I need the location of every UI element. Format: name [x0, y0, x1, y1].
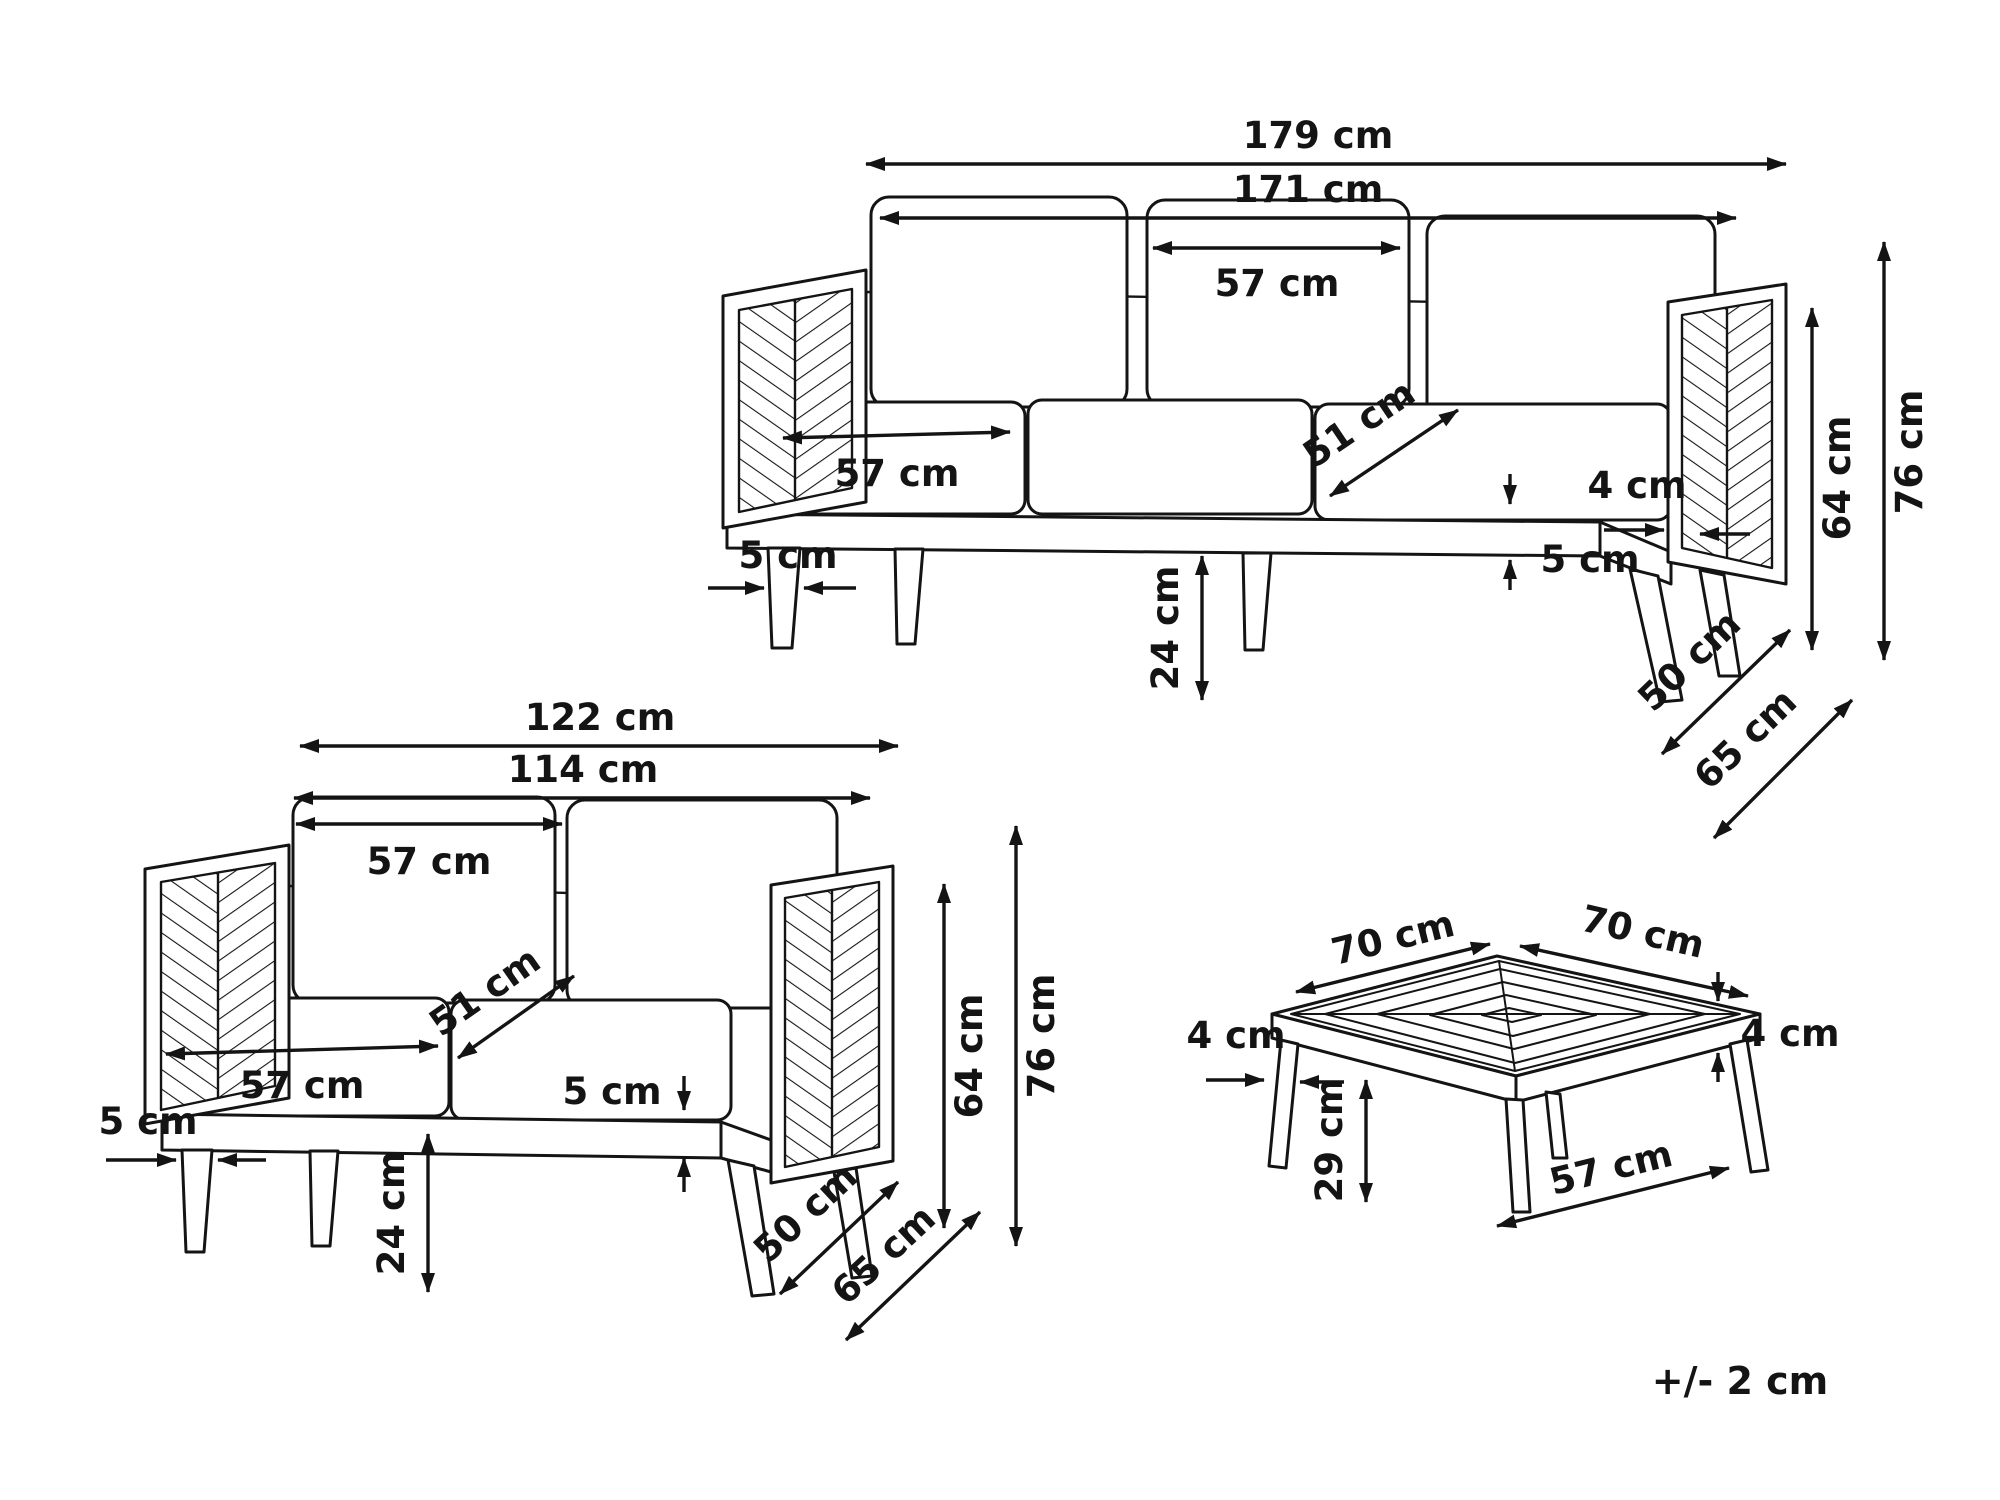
dimension-label: 5 cm	[562, 1070, 661, 1113]
dimension-label: 171 cm	[1233, 168, 1384, 211]
dim-sofa3-seat-cushion-width: 57 cm	[782, 425, 1011, 495]
dimension-label: 57 cm	[367, 840, 492, 883]
dim-sofa2-back-cushion-width: 57 cm	[295, 817, 563, 883]
dimension-label: 24 cm	[1144, 566, 1187, 691]
sofa2-leg	[180, 1148, 214, 1254]
dimension-label: 64 cm	[948, 994, 991, 1119]
dimension-label: 64 cm	[1816, 416, 1859, 541]
sofa2-leg	[726, 1158, 776, 1298]
sofa3-base-side-rail	[1598, 520, 1673, 586]
armrest-inner-frame	[159, 861, 277, 1112]
armrest-weave-left	[161, 872, 218, 1110]
table-leg	[1267, 1038, 1300, 1170]
armrest-inner-frame	[737, 287, 854, 514]
armrest-weave-right	[832, 882, 879, 1157]
dimension-label: 5 cm	[1540, 538, 1639, 581]
dimension-label: 4 cm	[1186, 1014, 1285, 1057]
table-leg	[1728, 1038, 1770, 1174]
dim-sofa2-arm-height: 64 cm	[937, 883, 991, 1229]
dimension-arrow	[1519, 943, 1749, 999]
sofa3-left-armrest	[721, 268, 868, 530]
sofa3-leg	[1241, 551, 1273, 652]
dim-sofa3-inner-width: 171 cm	[879, 168, 1737, 225]
dimension-arrow	[782, 425, 1011, 445]
armrest-inner-frame	[1680, 298, 1774, 570]
dimension-arrow	[1660, 628, 1792, 756]
dimension-label: 4 cm	[1587, 464, 1686, 507]
tabletop-inlay-diagonal	[1498, 960, 1516, 1072]
dim-table-leg-width: 4 cm	[1186, 1014, 1344, 1089]
tabletop-inlay-diamond	[1481, 1007, 1542, 1023]
dimension-arrow	[1712, 698, 1854, 840]
dimension-arrow	[1496, 1165, 1730, 1229]
sofa3-back-cushion-1	[869, 195, 1129, 409]
tabletop-inlay-diamond	[1429, 994, 1597, 1037]
dimension-label: 114 cm	[508, 748, 659, 791]
dimension-label: 24 cm	[370, 1151, 413, 1276]
armrest-weave-left	[1682, 307, 1727, 558]
dimension-label: 5 cm	[738, 534, 837, 577]
dim-sofa3-total-width: 179 cm	[865, 114, 1787, 171]
sofa3-leg	[893, 547, 925, 646]
dim-sofa2-seat-cushion-width: 57 cm	[165, 1039, 439, 1107]
dim-sofa2-leg-width: 5 cm	[98, 1100, 266, 1167]
sofa2-leg	[308, 1149, 340, 1248]
dimension-label: 122 cm	[525, 696, 676, 739]
dim-sofa2-total-width: 122 cm	[299, 696, 899, 753]
dimension-label: 179 cm	[1243, 114, 1394, 157]
dim-sofa3-cushion-thickness: 5 cm	[1503, 474, 1640, 590]
dim-sofa3-leg-height: 24 cm	[1144, 555, 1209, 701]
dim-sofa3-arm-height: 64 cm	[1805, 307, 1859, 651]
dim-sofa2-cushion-thickness: 5 cm	[562, 1070, 691, 1192]
dim-sofa3-back-cushion-width: 57 cm	[1152, 241, 1401, 305]
armrest-weave-right	[1727, 300, 1772, 568]
dimension-label: 5 cm	[98, 1100, 197, 1143]
dimension-label: 76 cm	[1888, 390, 1931, 515]
dimension-arrow	[457, 974, 575, 1060]
dim-sofa3-arm-post-width: 4 cm	[1587, 464, 1750, 541]
dimension-label: 57 cm	[1215, 262, 1340, 305]
dim-sofa2-leg-height: 24 cm	[370, 1133, 435, 1293]
dim-sofa3-total-height: 76 cm	[1877, 241, 1931, 661]
armrest-weave-left	[739, 299, 795, 512]
dim-sofa3-leg-width: 5 cm	[708, 534, 856, 595]
dimension-arrow	[778, 1180, 900, 1296]
sofa3-base-front-rail	[725, 512, 1602, 558]
dimension-label: 57 cm	[835, 452, 960, 495]
sofa3-right-armrest	[1666, 282, 1788, 586]
dimension-arrow	[165, 1039, 439, 1061]
dim-sofa2-total-height: 76 cm	[1009, 825, 1063, 1247]
dimension-arrow	[1295, 941, 1491, 995]
dimension-arrow	[844, 1210, 982, 1342]
armrest-weave-left	[785, 890, 832, 1167]
tabletop-edge-right	[1514, 1012, 1762, 1104]
sofa3-seat-cushion-2	[1026, 398, 1314, 516]
armrest-weave-right	[218, 863, 275, 1098]
armrest-inner-frame	[783, 880, 881, 1169]
dim-table-leg-height: 29 cm	[1308, 1078, 1373, 1203]
dimension-label: 4 cm	[1740, 1012, 1839, 1055]
sofa3-leg	[766, 546, 802, 650]
table-leg	[1544, 1090, 1569, 1160]
dimension-label: 29 cm	[1308, 1078, 1351, 1203]
armrest-weave-right	[795, 289, 852, 500]
dimension-label: 76 cm	[1020, 974, 1063, 1099]
dim-table-top-thickness: 4 cm	[1711, 972, 1840, 1082]
dim-sofa2-inner-width: 114 cm	[293, 748, 871, 805]
sofa2-right-armrest	[769, 864, 895, 1185]
tolerance-note: +/- 2 cm	[1652, 1359, 1829, 1403]
dimension-arrow	[1329, 408, 1459, 498]
sofa2-base-front-rail	[160, 1112, 723, 1160]
dimension-label: 57 cm	[240, 1064, 365, 1107]
